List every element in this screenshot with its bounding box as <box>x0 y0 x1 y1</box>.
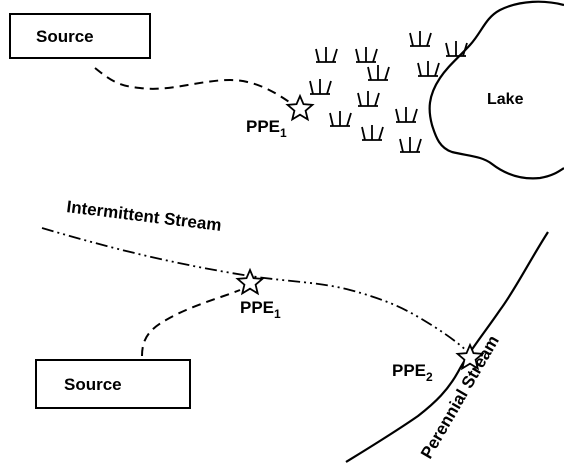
lake-shoreline <box>428 0 564 180</box>
lake-label: Lake <box>487 91 524 108</box>
bottom-panel: Intermittent Stream Perennial Stream PPE… <box>35 197 549 463</box>
bottom-source-label: Source <box>64 375 122 394</box>
marsh-grass-icon <box>329 110 352 127</box>
top-panel: Source PPE1 Lake <box>9 0 564 180</box>
marsh-grass-icon <box>355 46 378 63</box>
bottom-flow-path <box>141 289 241 357</box>
marsh-grass-icon <box>399 136 422 153</box>
marsh-grass-icon <box>417 60 440 77</box>
top-source-label: Source <box>36 27 94 46</box>
marsh-grass-icon <box>367 64 390 81</box>
marsh-grass-icon <box>357 90 380 107</box>
perennial-stream-label: Perennial Stream <box>417 332 503 462</box>
intermittent-stream-line <box>41 227 469 353</box>
bottom-ppe1-label: PPE1 <box>240 298 281 321</box>
marsh-grass-icon <box>409 30 432 47</box>
marsh-grass-icon <box>315 46 338 63</box>
top-source-box-frame <box>9 13 151 59</box>
marsh-grass-icon <box>395 106 418 123</box>
top-ppe1-label: PPE1 <box>246 117 287 140</box>
bottom-ppe1-star-icon <box>235 267 265 296</box>
ppe2-label: PPE2 <box>392 361 433 384</box>
ppe2-star-icon <box>455 342 485 371</box>
top-ppe1-star-icon <box>285 93 315 122</box>
intermittent-stream-label: Intermittent Stream <box>66 197 223 235</box>
bottom-source-box: Source <box>35 359 191 409</box>
perennial-stream-line <box>345 231 549 463</box>
marsh-grass-icon <box>445 40 468 57</box>
marsh-grass-icon <box>361 124 384 141</box>
marsh-grass-icon <box>309 78 332 95</box>
top-source-box: Source <box>9 13 151 59</box>
top-flow-path <box>94 67 293 105</box>
wetland-plants <box>309 30 468 153</box>
bottom-source-box-frame <box>35 359 191 409</box>
